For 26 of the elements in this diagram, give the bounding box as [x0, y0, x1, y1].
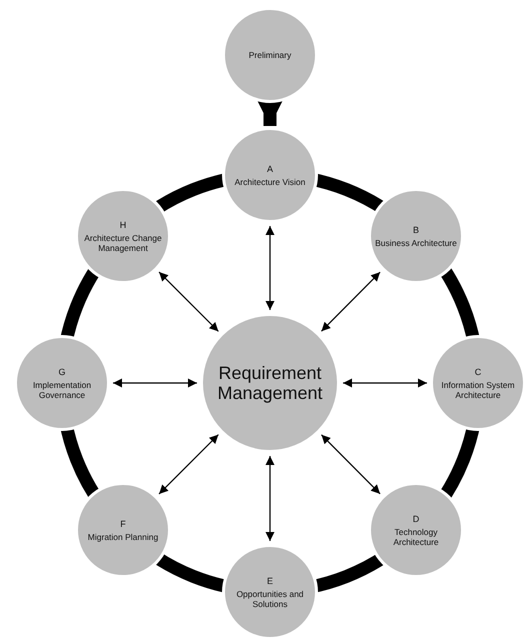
- double-arrow: [321, 272, 380, 332]
- double-arrow: [343, 378, 427, 388]
- double-arrow: [158, 272, 219, 332]
- double-arrow: [266, 456, 274, 541]
- phase-letter: E: [266, 575, 273, 587]
- node-label: Architecture Change Management: [83, 233, 163, 253]
- node-label: Implementation Governance: [32, 380, 92, 400]
- node-label: Technology Architecture: [392, 527, 440, 547]
- node-label: Opportunities and Solutions: [235, 589, 305, 609]
- node-label: Business Architecture: [375, 238, 457, 248]
- node-label: Migration Planning: [88, 532, 158, 542]
- phase-letter: G: [58, 366, 66, 378]
- phase-letter: D: [412, 513, 420, 525]
- node-label: Architecture Vision: [234, 177, 306, 187]
- node-label: Preliminary: [248, 50, 292, 60]
- phase-letter: F: [120, 518, 126, 530]
- double-arrow: [321, 434, 380, 494]
- phase-letter: C: [474, 366, 482, 378]
- phase-letter: A: [266, 163, 273, 175]
- node-title: Requirement Management: [216, 363, 324, 403]
- phase-letter: B: [412, 224, 419, 236]
- node-label: Information System Architecture: [440, 380, 516, 400]
- double-arrow: [113, 378, 197, 388]
- phase-letter: H: [120, 219, 126, 231]
- double-arrow: [158, 434, 219, 494]
- double-arrow: [266, 226, 274, 310]
